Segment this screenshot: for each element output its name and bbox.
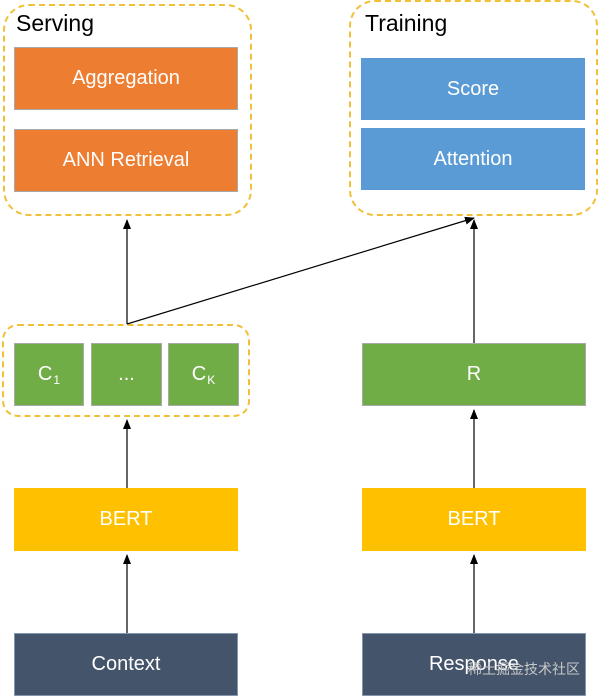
ck-token-label: CK	[191, 362, 216, 387]
training-group	[349, 0, 598, 216]
watermark-text: 稀土掘金技术社区	[468, 662, 580, 678]
bert-right-box: BERT	[362, 488, 586, 551]
context-token-group	[2, 324, 250, 417]
response-box: Response	[362, 633, 586, 696]
attention-box: Attention	[361, 128, 585, 190]
serving-title: Serving	[16, 10, 94, 36]
context-box: Context	[14, 633, 238, 696]
response-token-box: R	[362, 343, 586, 406]
serving-group	[3, 4, 252, 216]
ann-retrieval-box: ANN Retrieval	[14, 129, 238, 192]
bert-left-box: BERT	[14, 488, 238, 551]
c1-token-box: C1	[14, 343, 84, 406]
c1-token-label: C1	[37, 362, 61, 387]
training-title: Training	[365, 10, 448, 36]
ellipsis-token-box: ...	[91, 343, 162, 406]
aggregation-box: Aggregation	[14, 47, 238, 110]
score-box: Score	[361, 58, 585, 120]
arrow-context-tokens-to-training	[126, 216, 475, 325]
ck-token-box: CK	[168, 343, 239, 406]
